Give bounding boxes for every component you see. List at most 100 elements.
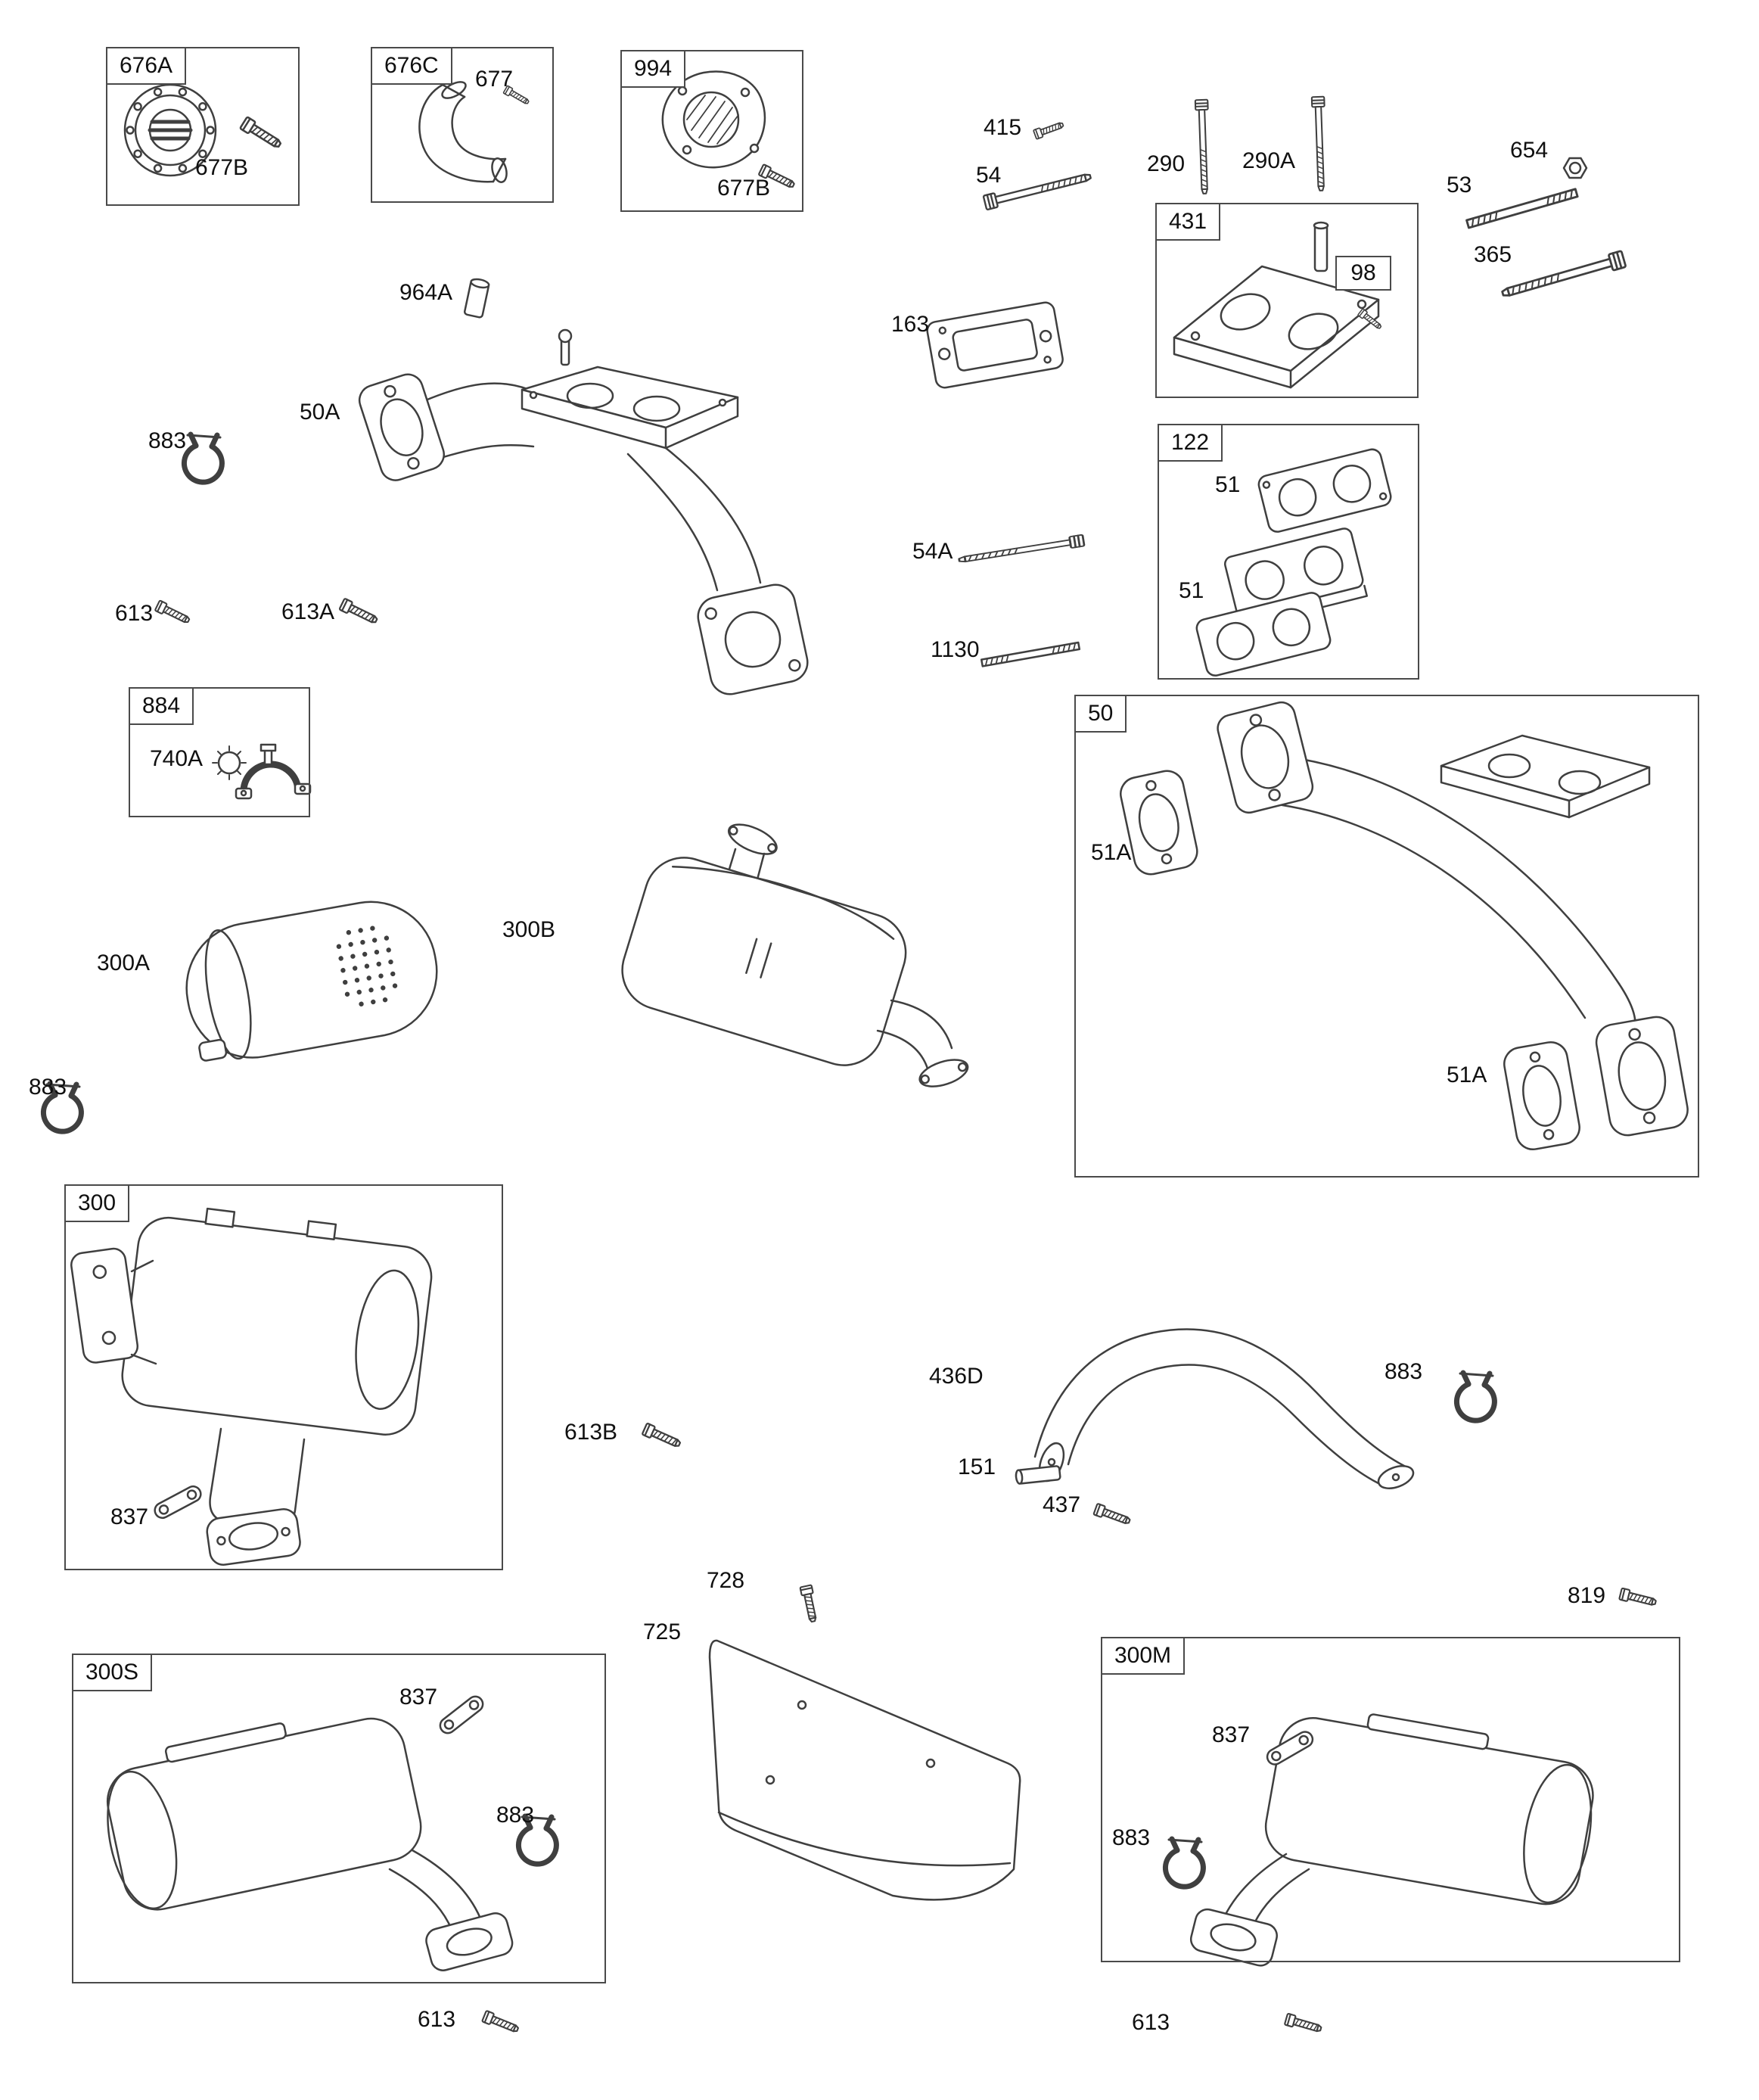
nut-drawing-654 (1562, 157, 1588, 179)
group-label-50: 50 (1074, 695, 1127, 733)
group-box-431: 431 (1155, 203, 1419, 398)
muffler-drawing-300B (621, 823, 969, 1087)
callout-613a-screw: 613A (281, 599, 335, 624)
deflector-drawing-676C (418, 81, 531, 183)
group-box-300S: 300S (72, 1654, 606, 1983)
callout-819-screw: 819 (1568, 1583, 1606, 1608)
callout-54a-bolt: 54A (912, 539, 953, 564)
callout-883-clamp: 883 (148, 428, 187, 453)
screw-drawing-613-bottom-right (1283, 2012, 1323, 2036)
callout-728-screw: 728 (707, 1568, 745, 1593)
callout-300b-muffler: 300B (502, 917, 556, 942)
bolt-drawing-54A (957, 534, 1086, 567)
screw-drawing-613B (641, 1422, 683, 1451)
manifold-drawing-50 (1120, 701, 1689, 1151)
group-label-300S: 300S (72, 1654, 153, 1691)
callout-613b-screw: 613B (564, 1420, 618, 1445)
group-label-300M: 300M (1101, 1637, 1186, 1675)
stud-drawing-1130 (980, 641, 1081, 667)
manifold-drawing-50A (358, 328, 809, 695)
callout-725-shield: 725 (643, 1619, 682, 1644)
group-box-884: 884 (129, 687, 310, 817)
callout-51-gasket: 51 (1215, 472, 1241, 497)
group-box-122: 122 (1158, 424, 1419, 680)
screw-drawing-437 (1092, 1502, 1133, 1528)
callout-654-nut: 654 (1510, 138, 1549, 163)
group-label-676C: 676C (371, 47, 452, 85)
callout-50a-manifold: 50A (300, 400, 340, 425)
callout-290a-bolt: 290A (1242, 148, 1296, 173)
screw-drawing-728 (799, 1584, 820, 1624)
callout-51a-gasket: 51A (1091, 840, 1132, 865)
callout-613-screw: 613 (418, 2007, 456, 2032)
callout-837-bracket: 837 (1212, 1722, 1251, 1747)
bolt-drawing-365 (1499, 250, 1627, 303)
callout-54-bolt: 54 (976, 163, 1002, 188)
callout-677-screw: 677 (475, 67, 514, 92)
callout-415-screw: 415 (984, 115, 1022, 140)
group-label-994: 994 (620, 50, 686, 88)
callout-740a-clamp: 740A (150, 746, 204, 771)
callout-883-clamp: 883 (29, 1075, 67, 1100)
muffler-drawing-300S (106, 1692, 514, 1971)
callout-837-bracket: 837 (110, 1504, 149, 1529)
callout-300a-muffler: 300A (97, 950, 151, 975)
gasket-stack-drawing-122 (1195, 448, 1392, 677)
group-label-98: 98 (1350, 260, 1376, 285)
clamp-drawing-883 (184, 434, 222, 482)
screw-drawing-613 (154, 599, 192, 627)
group-label-884: 884 (129, 687, 194, 725)
callout-163-gasket: 163 (891, 312, 930, 337)
group-label-676A: 676A (106, 47, 187, 85)
bolt-drawing-290A (1310, 95, 1329, 192)
callout-677b-screw: 677B (717, 176, 771, 201)
end-cap-drawing-676A (123, 83, 284, 177)
bolt-drawing-290 (1194, 98, 1212, 195)
callout-613-screw: 613 (1132, 2010, 1170, 2035)
screw-drawing-415 (1032, 119, 1065, 140)
callout-883-clamp: 883 (1385, 1359, 1423, 1384)
callout-1130-stud: 1130 (931, 637, 980, 662)
group-label-122: 122 (1158, 424, 1223, 462)
clamp-drawing-883 (1456, 1373, 1494, 1420)
group-label-431: 431 (1155, 203, 1221, 241)
muffler-drawing-300M (1189, 1713, 1594, 1967)
group-box-98: 98 (1335, 256, 1391, 291)
callout-51-gasket: 51 (1179, 578, 1204, 603)
tube-drawing-964A (463, 278, 490, 319)
group-box-676A: 676A (106, 47, 300, 206)
callout-151-tube: 151 (958, 1454, 996, 1479)
screw-drawing-613-bottom-left (481, 2009, 521, 2036)
callout-677b-screw: 677B (195, 155, 249, 180)
muffler-drawing-300A (185, 901, 438, 1062)
pipe-drawing-436D (1033, 1328, 1415, 1489)
screw-drawing-613A (338, 597, 380, 627)
callout-837-bracket: 837 (399, 1685, 438, 1710)
group-box-50: 50 (1074, 695, 1699, 1178)
callout-290-bolt: 290 (1147, 151, 1186, 176)
clamp-drawing-740A (212, 743, 312, 800)
callout-883-clamp: 883 (496, 1803, 535, 1828)
callout-437-screw: 437 (1043, 1492, 1081, 1517)
flange-plate-drawing-994 (661, 70, 797, 191)
group-box-994: 994 (620, 50, 803, 212)
gasket-drawing-163 (926, 301, 1064, 389)
stud-drawing-53 (1465, 188, 1579, 229)
screw-drawing-819 (1618, 1587, 1658, 1610)
muffler-drawing-300 (70, 1207, 433, 1566)
tube-drawing-151 (1015, 1465, 1061, 1485)
callout-436d-pipe: 436D (929, 1364, 984, 1389)
group-box-676C: 676C (371, 47, 554, 203)
adapter-drawing-431 (1173, 221, 1384, 389)
shield-drawing-725 (708, 1639, 1021, 1901)
callout-613-screw: 613 (115, 601, 154, 626)
group-label-300: 300 (64, 1184, 130, 1222)
callout-365-bolt: 365 (1474, 242, 1512, 267)
callout-883-clamp: 883 (1112, 1825, 1151, 1850)
callout-51a-gasket: 51A (1447, 1062, 1487, 1087)
callout-964a-tube: 964A (399, 280, 453, 305)
group-box-300: 300 (64, 1184, 503, 1570)
group-box-300M: 300M (1101, 1637, 1680, 1962)
